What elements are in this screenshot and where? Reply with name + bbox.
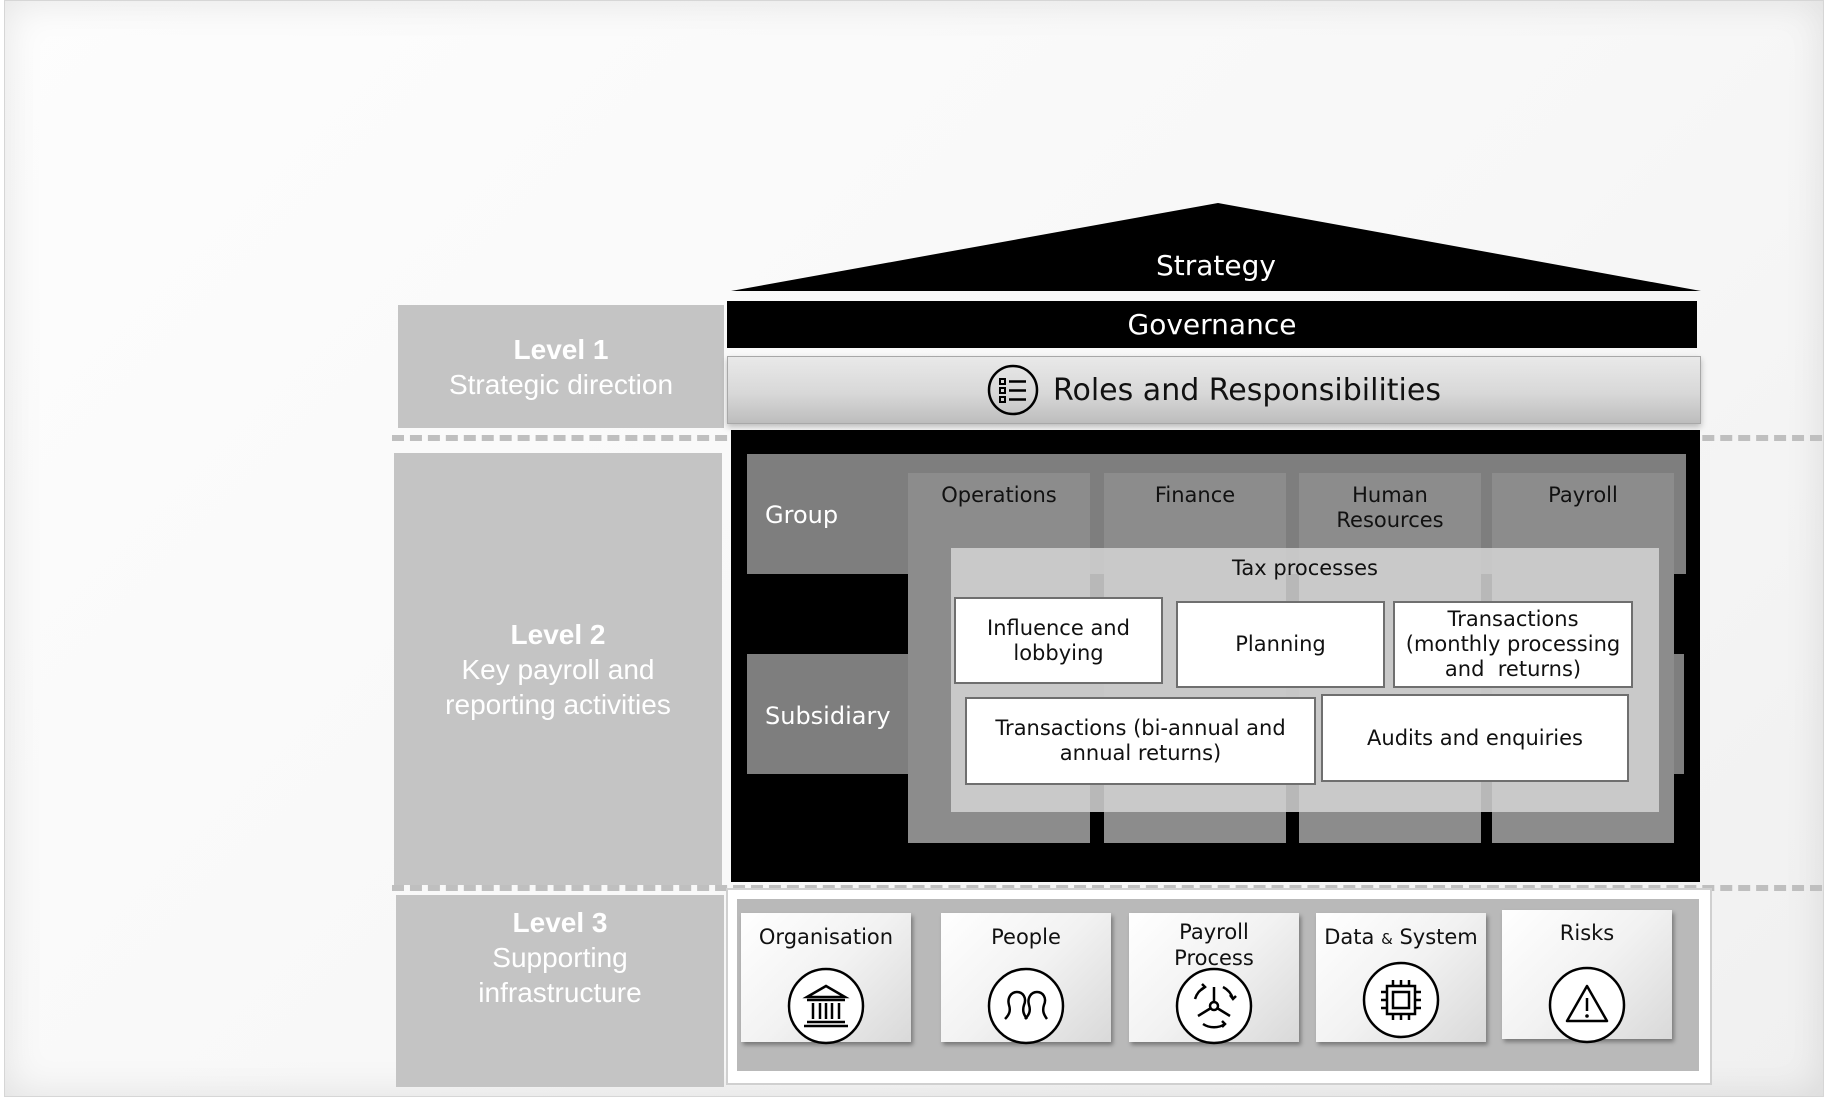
transactions-monthly-line-2: (monthly processing [1405, 632, 1621, 656]
tax-processes-title: Tax processes [1232, 556, 1378, 580]
transactions-annual-line-1: Transactions (bi-annual and [995, 716, 1286, 740]
organisation-tile: Organisation [741, 913, 911, 1045]
list-icon [987, 364, 1039, 416]
payroll-process-label: Payroll Process [1129, 919, 1299, 971]
payroll-process-tile: Payroll Process [1129, 913, 1299, 1045]
level-3-title: Level 3 [512, 907, 608, 938]
cycle-icon [1175, 967, 1253, 1045]
warning-icon [1548, 966, 1626, 1044]
level-2-title: Level 2 [510, 618, 606, 650]
level-1-title: Level 1 [513, 333, 609, 365]
level-3-subtitle-line-2: infrastructure [478, 977, 642, 1008]
level-2-subtitle-line-1: Key payroll and [461, 653, 655, 685]
strategy-roof [731, 203, 1701, 291]
level-1-panel: Level 1 Strategic direction [398, 305, 724, 428]
governance-bar: Governance [727, 301, 1697, 348]
influence-line-1: Influence and [987, 615, 1130, 640]
transactions-monthly-line-1: Transactions [1447, 607, 1579, 631]
chip-icon [1362, 961, 1440, 1039]
people-label: People [991, 925, 1061, 949]
transactions-monthly-line-3: and returns) [1444, 657, 1582, 681]
risks-label: Risks [1559, 921, 1615, 945]
influence-lobbying-box: Influence and lobbying [954, 597, 1163, 684]
transactions-annual-line-2: annual returns) [1059, 741, 1222, 765]
human-resources-header: Human Resources [1299, 483, 1481, 533]
transactions-monthly-box: Transactions (monthly processing and ret… [1393, 601, 1633, 688]
human-resources-header-line-1: Human [1352, 483, 1428, 507]
roles-label: Roles and Responsibilities [1053, 372, 1441, 408]
operations-header: Operations [941, 483, 1057, 507]
data-system-label-amp: & [1381, 930, 1393, 948]
group-label: Group [765, 501, 839, 529]
institution-icon [787, 967, 865, 1045]
level-3-subtitle-line-1: Supporting [492, 942, 628, 973]
finance-header: Finance [1154, 483, 1236, 507]
level-3-panel: Level 3 Supporting infrastructure [396, 895, 724, 1087]
planning-box: Planning [1176, 601, 1385, 688]
strategy-label: Strategy [1156, 248, 1276, 282]
data-system-label-a: Data [1324, 925, 1382, 949]
level-2-panel: Level 2 Key payroll and reporting activi… [394, 453, 722, 885]
data-system-tile: Data & System [1316, 913, 1486, 1042]
influence-line-2: lobbying [1013, 640, 1104, 665]
risks-tile: Risks [1502, 910, 1672, 1044]
data-system-label: Data & System [1316, 924, 1486, 952]
people-tile: People [941, 913, 1111, 1045]
payroll-process-label-line-1: Payroll [1179, 920, 1249, 944]
transactions-annual-box: Transactions (bi-annual and annual retur… [965, 697, 1316, 785]
audits-enquiries-box: Audits and enquiries [1321, 694, 1629, 782]
roles-bar: Roles and Responsibilities [727, 356, 1701, 424]
people-icon [987, 967, 1065, 1045]
level-2-subtitle-line-2: reporting activities [445, 688, 671, 720]
level-1-subtitle: Strategic direction [448, 368, 674, 400]
payroll-process-label-line-2: Process [1174, 946, 1254, 970]
organisation-label: Organisation [758, 925, 894, 949]
data-system-label-b: System [1392, 925, 1478, 949]
human-resources-header-line-2: Resources [1336, 508, 1444, 532]
payroll-header: Payroll [1548, 483, 1618, 507]
subsidiary-label: Subsidiary [765, 702, 891, 730]
